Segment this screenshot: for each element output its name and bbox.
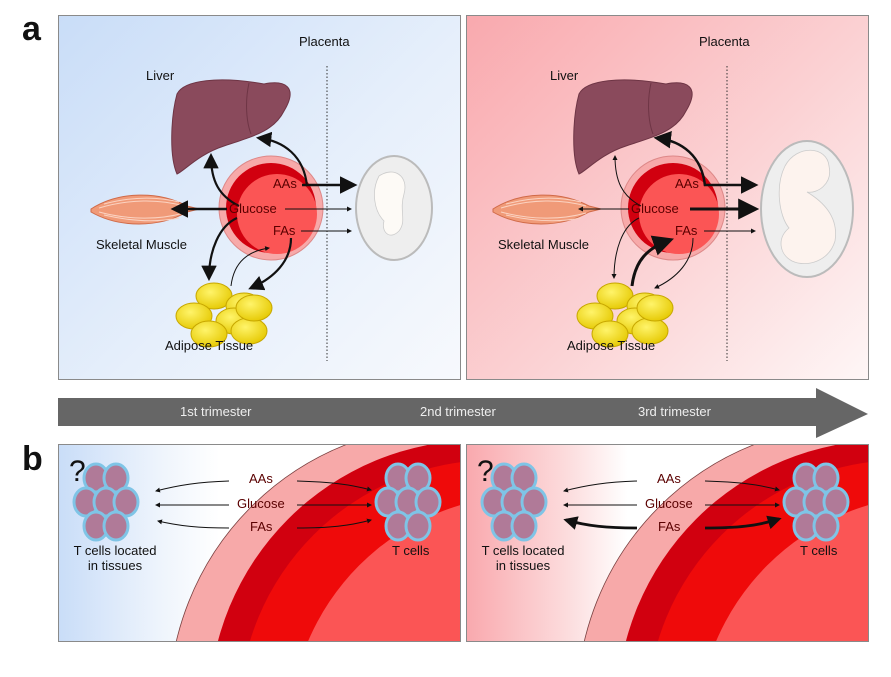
timeline-label-3rd: 3rd trimester bbox=[638, 404, 711, 419]
fas-label: FAs bbox=[658, 519, 681, 534]
tissue-t-cells-label-line2: in tissues bbox=[495, 558, 551, 573]
tissue-t-cells-label-line1: T cells located bbox=[481, 543, 565, 558]
timeline-label-2nd: 2nd trimester bbox=[420, 404, 496, 419]
fas-label: FAs bbox=[675, 223, 698, 238]
blood-t-cells-icon bbox=[782, 462, 850, 542]
panel-b-right-diagram bbox=[480, 445, 868, 641]
panel-b-right: ? AAs Glucose FAs T cells located in tis… bbox=[466, 444, 869, 642]
timeline-label-1st: 1st trimester bbox=[180, 404, 252, 419]
adipose-tissue-label: Adipose Tissue bbox=[165, 338, 254, 353]
skeletal-muscle-icon bbox=[492, 194, 602, 225]
glucose-label: Glucose bbox=[645, 496, 693, 511]
panel-a-left: Placenta Liver Skeletal Muscle Adipose T… bbox=[58, 15, 461, 380]
liver-icon bbox=[171, 79, 291, 175]
aas-label: AAs bbox=[675, 176, 699, 191]
fetus-icon bbox=[760, 140, 854, 278]
liver-label: Liver bbox=[146, 68, 175, 83]
skeletal-muscle-label: Skeletal Muscle bbox=[96, 237, 188, 252]
trimester-timeline: 1st trimester 2nd trimester 3rd trimeste… bbox=[58, 380, 870, 438]
timeline-arrow-shape bbox=[58, 388, 868, 438]
blood-vessel-icon bbox=[218, 155, 324, 261]
placenta-label: Placenta bbox=[299, 34, 350, 49]
embryo-icon bbox=[355, 155, 433, 261]
skeletal-muscle-label: Skeletal Muscle bbox=[498, 237, 590, 252]
aas-label: AAs bbox=[249, 471, 273, 486]
aas-label: AAs bbox=[657, 471, 681, 486]
question-mark: ? bbox=[69, 455, 86, 488]
glucose-label: Glucose bbox=[631, 201, 679, 216]
adipose-tissue-icon bbox=[576, 282, 674, 348]
tissue-t-cells-label-line1: T cells located bbox=[73, 543, 157, 558]
blood-t-cells-icon bbox=[374, 462, 442, 542]
liver-label: Liver bbox=[550, 68, 579, 83]
panel-b-left: ? AAs Glucose FAs T cells located in tis… bbox=[58, 444, 461, 642]
panel-b-letter: b bbox=[22, 440, 43, 478]
panel-a-right: Placenta Liver Skeletal Muscle Adipose T… bbox=[466, 15, 869, 380]
tissue-t-cells-label: T cells located in tissues bbox=[65, 543, 165, 573]
panel-a-letter: a bbox=[22, 10, 41, 48]
glucose-label: Glucose bbox=[237, 496, 285, 511]
adipose-tissue-icon bbox=[175, 282, 273, 348]
fas-label: FAs bbox=[250, 519, 273, 534]
tissue-t-cells-label: T cells located in tissues bbox=[473, 543, 573, 573]
blood-t-cells-label: T cells bbox=[800, 543, 838, 558]
fas-label: FAs bbox=[273, 223, 296, 238]
glucose-label: Glucose bbox=[229, 201, 277, 216]
panel-a-left-diagram bbox=[90, 66, 433, 361]
placenta-label: Placenta bbox=[699, 34, 750, 49]
panel-b-left-diagram bbox=[72, 445, 460, 641]
liver-icon bbox=[573, 79, 693, 175]
tissue-t-cells-label-line2: in tissues bbox=[87, 558, 143, 573]
question-mark: ? bbox=[477, 455, 494, 488]
blood-vessel-icon bbox=[620, 155, 726, 261]
panel-a-right-diagram bbox=[492, 66, 854, 361]
adipose-tissue-label: Adipose Tissue bbox=[567, 338, 656, 353]
aas-label: AAs bbox=[273, 176, 297, 191]
blood-t-cells-label: T cells bbox=[392, 543, 430, 558]
